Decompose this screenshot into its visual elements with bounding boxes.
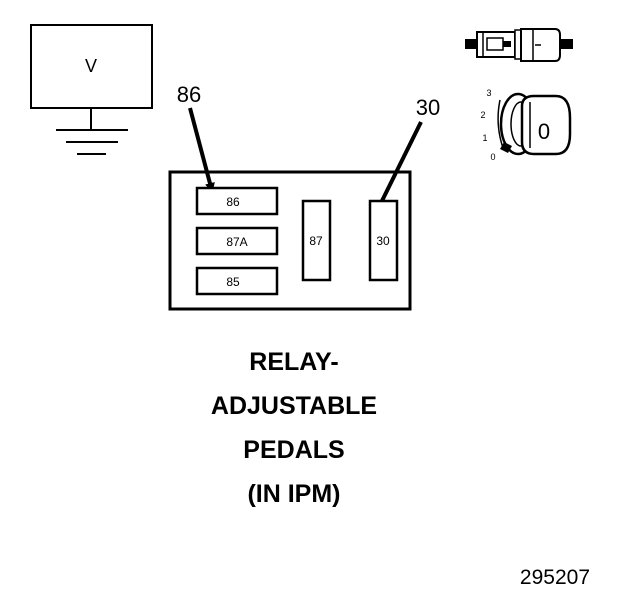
ignition-key-label: 0 — [538, 119, 550, 144]
callout-30-arrow — [375, 121, 423, 213]
diagram-caption: RELAY- ADJUSTABLE PEDALS (IN IPM) — [144, 340, 444, 516]
callout-30-label: 30 — [416, 95, 440, 120]
terminal-85-label: 85 — [226, 275, 240, 289]
caption-line-2: ADJUSTABLE — [210, 392, 378, 420]
ignition-position-2: 2 — [480, 110, 485, 120]
ignition-key-icon: 3 2 1 0 0 — [480, 88, 572, 162]
terminal-87a: 87A — [195, 226, 279, 256]
terminal-87a-label: 87A — [226, 235, 247, 249]
caption-line-3: PEDALS — [243, 436, 345, 464]
connector-pins-icon — [465, 28, 573, 62]
terminal-30: 30 — [368, 199, 399, 282]
terminal-86-label: 86 — [226, 195, 240, 209]
ignition-position-3: 3 — [486, 88, 491, 98]
voltmeter-label: V — [85, 56, 97, 76]
callout-86-label: 86 — [177, 82, 201, 107]
voltmeter-icon: V — [30, 24, 153, 109]
caption-line-4: (IN IPM) — [247, 480, 341, 508]
caption-line-1: RELAY- — [249, 348, 339, 376]
callout-86-arrow — [188, 107, 215, 193]
ignition-position-0: 0 — [490, 152, 495, 162]
figure-number: 295207 — [519, 566, 590, 589]
terminal-87-label: 87 — [309, 234, 323, 248]
relay-body — [168, 170, 412, 311]
ground-symbol-icon — [56, 108, 128, 155]
terminal-85: 85 — [195, 266, 279, 296]
terminal-30-label: 30 — [376, 234, 390, 248]
terminal-87: 87 — [301, 199, 332, 282]
terminal-86: 86 — [195, 186, 279, 216]
ignition-position-1: 1 — [482, 133, 487, 143]
